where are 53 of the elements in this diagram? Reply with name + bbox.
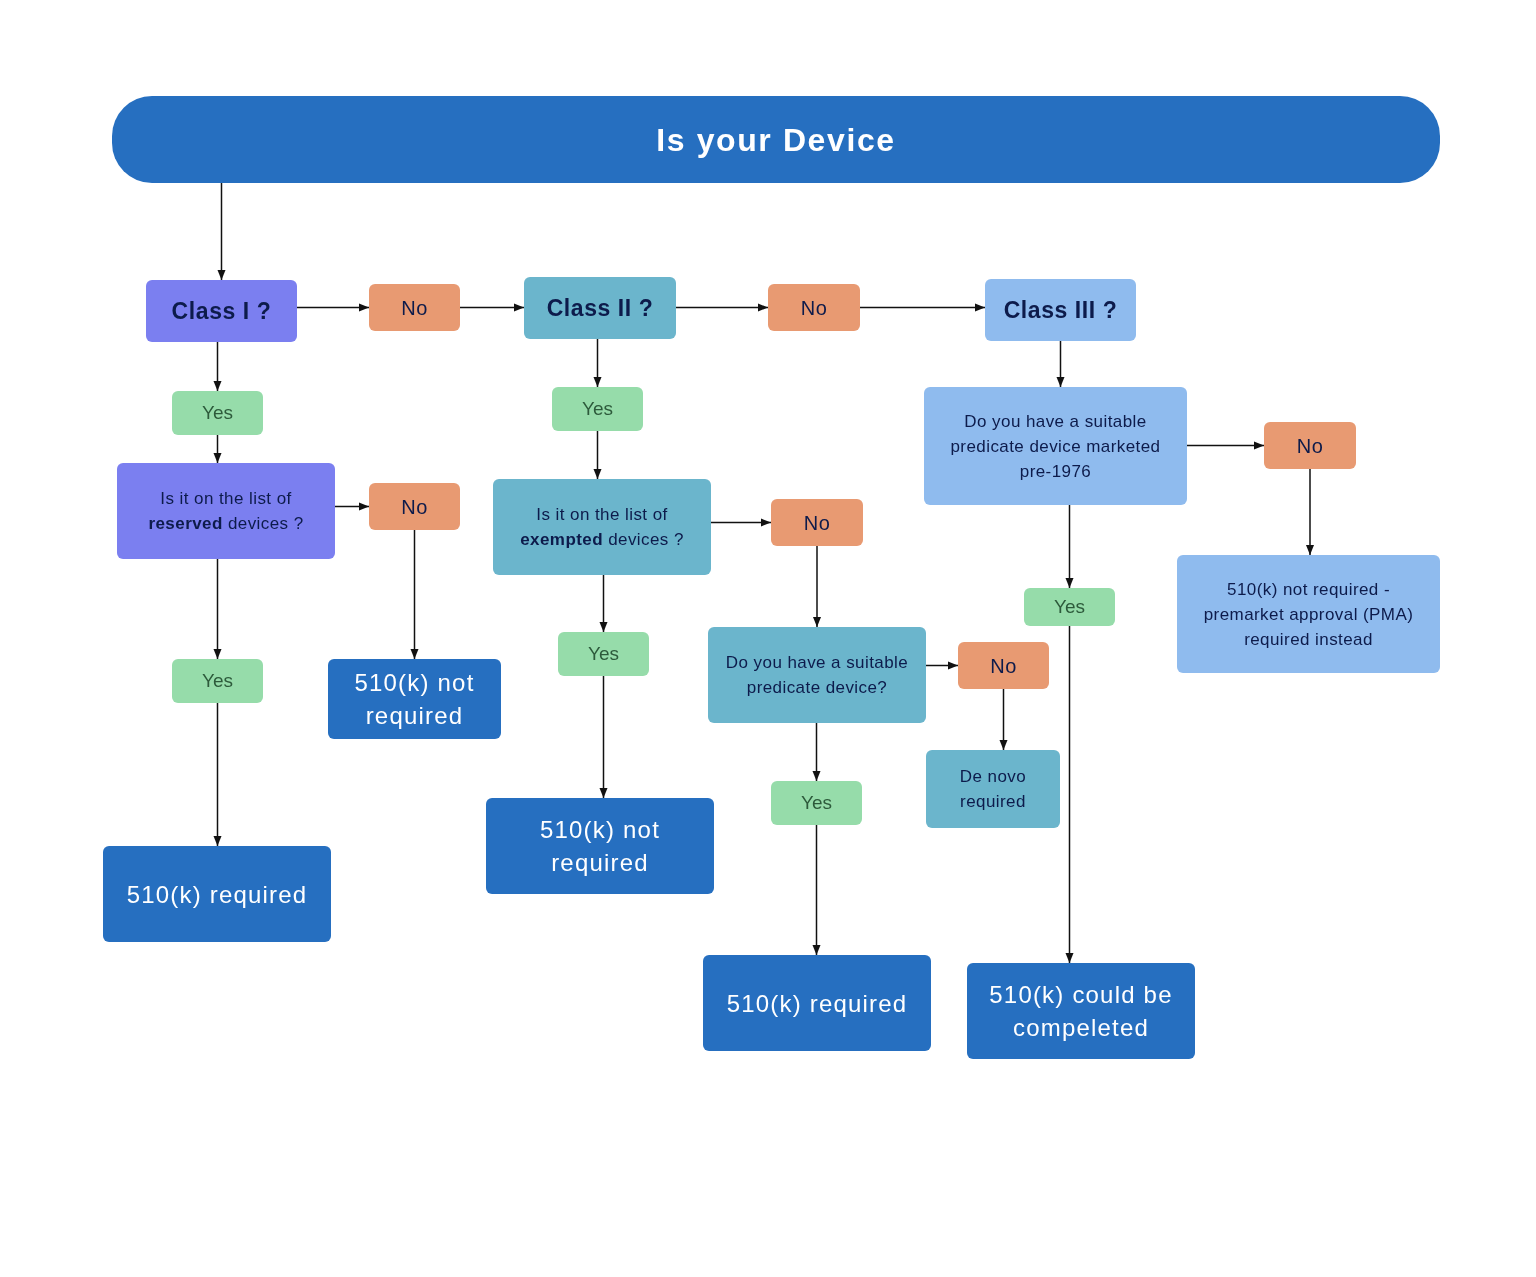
- outcome-box: 510(k) not required: [486, 798, 714, 894]
- arrow: [213, 558, 222, 660]
- arrow: [213, 434, 222, 464]
- arrow: [812, 545, 822, 628]
- arrow: [1056, 340, 1065, 388]
- answer-box: No: [958, 642, 1049, 689]
- title-banner: Is your Device: [112, 96, 1440, 183]
- arrow: [593, 430, 602, 480]
- arrow: [675, 303, 769, 312]
- arrow: [812, 722, 821, 782]
- answer-box: Yes: [558, 632, 649, 676]
- question-box: Class I ?: [146, 280, 297, 342]
- arrow: [217, 182, 226, 281]
- question-box: Is it on the list of exempted devices ?: [493, 479, 711, 575]
- outcome-box: 510(k) required: [703, 955, 931, 1051]
- arrow: [710, 518, 772, 527]
- arrow: [925, 661, 959, 670]
- answer-box: No: [369, 483, 460, 530]
- arrow: [1186, 441, 1265, 450]
- outcome-box: 510(k) required: [103, 846, 331, 942]
- answer-box: Yes: [1024, 588, 1115, 626]
- question-box: Class II ?: [524, 277, 676, 339]
- arrow: [334, 502, 370, 511]
- answer-box: Yes: [172, 659, 263, 703]
- arrow: [593, 338, 602, 388]
- answer-box: Yes: [552, 387, 643, 431]
- question-box: Class III ?: [985, 279, 1136, 341]
- arrow: [999, 688, 1008, 751]
- question-box: Do you have a suitable predicate device?: [708, 627, 926, 723]
- arrow: [213, 341, 222, 392]
- question-box: Is it on the list of reserved devices ?: [117, 463, 335, 559]
- outcome-box: 510(k) could be compeleted: [967, 963, 1195, 1059]
- arrow: [1305, 468, 1315, 556]
- answer-box: Yes: [771, 781, 862, 825]
- arrow: [599, 675, 608, 799]
- arrow: [213, 702, 222, 847]
- outcome-box: Do you have a suitable predicate device marketed pre-1976: [924, 387, 1187, 505]
- answer-box: No: [768, 284, 860, 331]
- answer-box: No: [369, 284, 460, 331]
- arrow: [1065, 625, 1074, 964]
- arrow: [296, 303, 370, 312]
- arrow: [599, 574, 608, 633]
- answer-box: No: [1264, 422, 1356, 469]
- outcome-box: 510(k) not required: [328, 659, 501, 739]
- answer-box: No: [771, 499, 863, 546]
- arrow: [859, 303, 986, 312]
- arrow: [459, 303, 525, 312]
- arrow: [1065, 504, 1074, 589]
- outcome-box: 510(k) not required -premarket approval (PMA) required instead: [1177, 555, 1440, 673]
- question-box: De novo required: [926, 750, 1060, 828]
- arrow: [812, 824, 821, 956]
- answer-box: Yes: [172, 391, 263, 435]
- arrow: [410, 529, 419, 660]
